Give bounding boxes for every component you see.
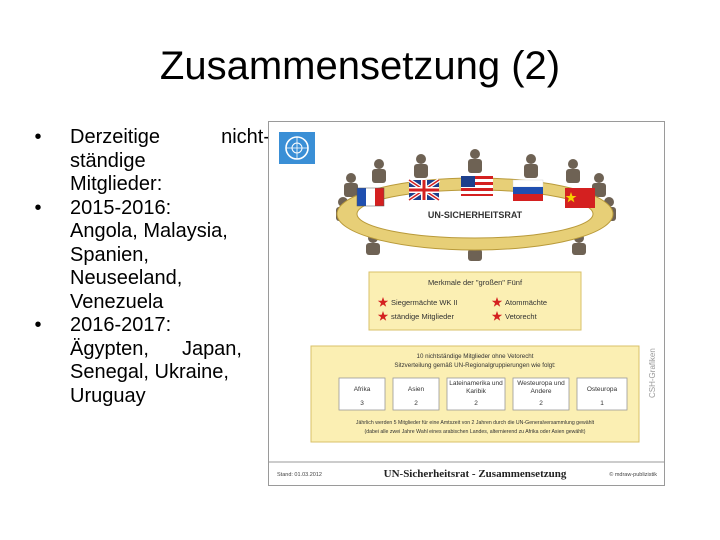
- flag-russia-icon: [512, 179, 544, 201]
- delegate-figure: [344, 173, 358, 197]
- region-box-africa: Afrika 3: [338, 377, 386, 411]
- flag-france-icon: [356, 187, 385, 207]
- bullet-line: Derzeitige nicht-: [70, 126, 270, 148]
- bullet-item-2015-2016: • 2015-2016: Angola, Malaysia, Spanien, …: [28, 197, 268, 315]
- delegate-figure: [468, 149, 482, 173]
- security-council-graphic: UN-SICHERHEITSRAT: [269, 132, 664, 480]
- flag-china-icon: [565, 188, 595, 208]
- bullet-dot: •: [34, 126, 42, 148]
- bullet-line: Mitglieder:: [70, 173, 163, 195]
- big-five-item: Atommächte: [505, 298, 547, 307]
- region-name: Asien: [408, 386, 425, 393]
- footer-date: Stand: 01.03.2012: [277, 472, 322, 478]
- region-name: Osteuropa: [587, 386, 618, 393]
- delegate-figure: [372, 159, 386, 183]
- bullet-list: • Derzeitige nicht- ständige Mitglieder:…: [28, 126, 270, 408]
- region-name: Westeuropa und Andere: [517, 380, 565, 395]
- nonperm-footnote: (dabei alle zwei Jahre Wahl eines arabis…: [365, 429, 586, 435]
- bullet-item-current-members: • Derzeitige nicht- ständige Mitglieder:: [28, 126, 270, 197]
- star-icon: [377, 297, 389, 307]
- flag-usa-icon: [461, 176, 493, 196]
- figure-footer: Stand: 01.03.2012 UN-Sicherheitsrat - Zu…: [269, 461, 664, 480]
- bullet-line: ständige: [70, 149, 146, 172]
- un-emblem-icon: [279, 132, 315, 164]
- region-box-eastern-europe: Osteuropa 1: [576, 377, 628, 411]
- region-count: 2: [539, 400, 543, 407]
- big-five-item: Siegermächte WK II: [391, 298, 458, 307]
- big-five-item: ständige Mitglieder: [391, 312, 454, 321]
- region-count: 1: [600, 400, 604, 407]
- bullet-dot: •: [34, 196, 42, 219]
- flag-uk-icon: [407, 178, 441, 202]
- bullet-line: Angola, Malaysia,: [70, 220, 228, 242]
- bullet-line: Spanien,: [70, 243, 149, 266]
- bullet-line: 2016-2017:: [70, 314, 172, 336]
- region-name: Lateinamerika und Karibik: [449, 380, 503, 395]
- region-count: 2: [414, 400, 418, 407]
- bullet-line: Neuseeland,: [70, 267, 183, 289]
- nonperm-footnote: Jährlich werden 5 Mitglieder für eine Am…: [356, 420, 595, 426]
- footer-caption: UN-Sicherheitsrat - Zusammensetzung: [384, 468, 567, 480]
- slide-title: Zusammensetzung (2): [159, 44, 561, 88]
- region-box-latin-america: Lateinamerika und Karibik 2: [446, 377, 506, 411]
- delegate-figure: [414, 154, 428, 178]
- security-council-figure: UN-SICHERHEITSRAT: [268, 121, 665, 486]
- delegate-figure: [592, 173, 606, 197]
- nonpermanent-panel: 10 nichtständige Mitglieder ohne Vetorec…: [310, 345, 640, 443]
- star-icon: [377, 311, 389, 321]
- region-box-asia: Asien 2: [392, 377, 440, 411]
- bullet-line: Venezuela: [70, 290, 164, 313]
- council-table: UN-SICHERHEITSRAT: [336, 177, 614, 251]
- region-count: 2: [474, 400, 478, 407]
- side-credit: CSH-Grafiken: [648, 348, 657, 398]
- bullet-dot: •: [34, 314, 42, 336]
- delegate-figure: [566, 159, 580, 183]
- bullet-line: Uruguay: [70, 384, 146, 407]
- bullet-item-2016-2017: • 2016-2017: Ägypten, Japan, Senegal, Uk…: [28, 314, 268, 408]
- table-label: UN-SICHERHEITSRAT: [428, 210, 523, 220]
- star-icon: [491, 311, 503, 321]
- region-count: 3: [360, 400, 364, 407]
- delegate-figure: [524, 154, 538, 178]
- bullet-line: 2015-2016:: [70, 196, 172, 219]
- nonperm-heading: 10 nichtständige Mitglieder ohne Vetorec…: [417, 353, 534, 360]
- big-five-panel: Merkmale der "großen" Fünf Siegermächte …: [368, 271, 582, 331]
- footer-logo: © mdraw-publizistik: [609, 471, 657, 478]
- big-five-title: Merkmale der "großen" Fünf: [428, 278, 523, 287]
- bullet-line: Ägypten, Japan,: [70, 337, 242, 360]
- region-box-western-europe: Westeuropa und Andere 2: [512, 377, 570, 411]
- bullet-line: Senegal, Ukraine,: [70, 361, 229, 383]
- star-icon: [491, 297, 503, 307]
- nonperm-subheading: Sitzverteilung gemäß UN-Regionalgruppier…: [394, 362, 556, 369]
- region-name: Afrika: [354, 386, 371, 393]
- big-five-item: Vetorecht: [505, 312, 538, 321]
